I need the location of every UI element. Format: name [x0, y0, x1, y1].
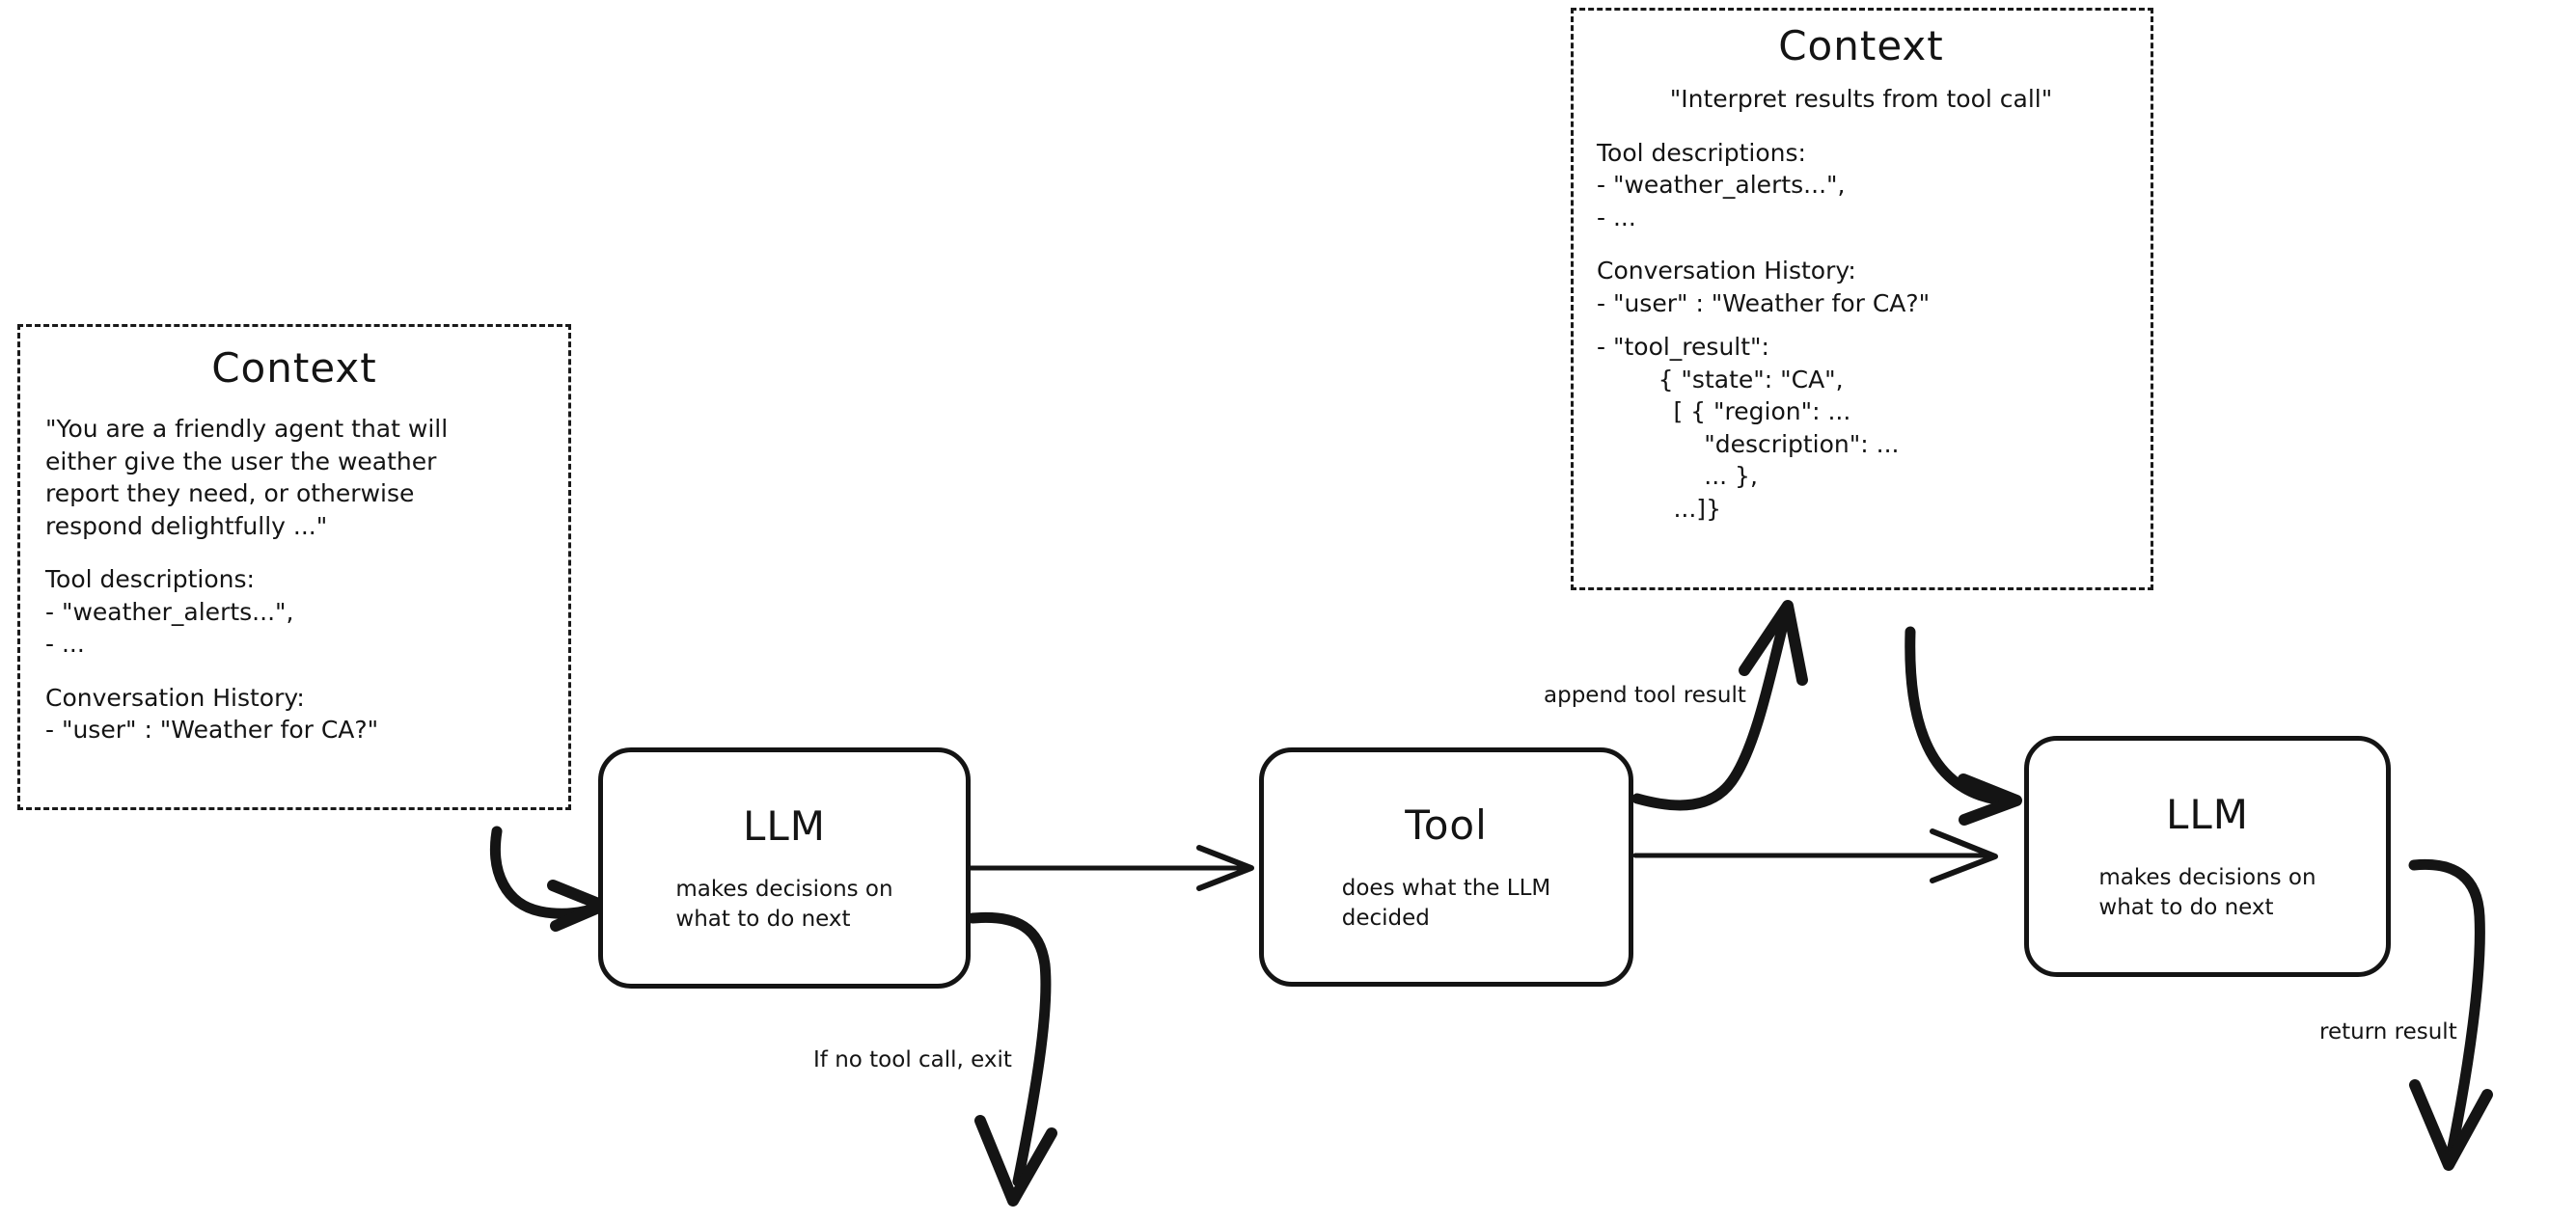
arrow-tool-to-llm2	[1632, 828, 1998, 883]
node-llm-2[interactable]: LLM makes decisions on what to do next	[2024, 736, 2391, 977]
edge-label-if-no-tool-call-exit: If no tool call, exit	[813, 1047, 1012, 1072]
node-llm-2-subtitle: makes decisions on what to do next	[2098, 864, 2316, 920]
node-tool-title: Tool	[1405, 800, 1488, 849]
node-tool[interactable]: Tool does what the LLM decided	[1259, 747, 1633, 987]
context-left-title: Context	[211, 344, 377, 392]
node-tool-subtitle: does what the LLM decided	[1341, 875, 1551, 931]
context-left-system-prompt: "You are a friendly agent that will eith…	[45, 415, 449, 540]
arrow-llm2-return-result	[2408, 858, 2493, 1171]
arrow-context-left-to-llm1	[490, 826, 609, 932]
node-llm-2-title: LLM	[2165, 790, 2250, 838]
context-box-right: Context "Interpret results from tool cal…	[1571, 8, 2153, 590]
context-right-conversation-history: Conversation History: - "user" : "Weathe…	[1597, 257, 1931, 317]
edge-label-return-result: return result	[2319, 1019, 2457, 1045]
context-box-left: Context "You are a friendly agent that w…	[17, 324, 571, 810]
context-left-conversation-history: Conversation History: - "user" : "Weathe…	[45, 683, 379, 745]
node-llm-1[interactable]: LLM makes decisions on what to do next	[598, 747, 971, 989]
edge-label-append-tool-result: append tool result	[1544, 683, 1746, 708]
context-right-title: Context	[1778, 22, 1944, 69]
arrow-llm1-to-tool	[968, 845, 1254, 891]
context-right-tool-descriptions: Tool descriptions: - "weather_alerts..."…	[1597, 138, 1846, 231]
node-llm-1-title: LLM	[742, 801, 827, 850]
context-right-system-prompt: "Interpret results from tool call"	[1669, 85, 2053, 113]
context-left-tool-descriptions: Tool descriptions: - "weather_alerts..."…	[45, 565, 294, 658]
node-llm-1-subtitle: makes decisions on what to do next	[675, 876, 893, 932]
arrow-context-right-to-llm2	[1905, 626, 2022, 826]
context-right-tool-result: - "tool_result": { "state": "CA", [ { "r…	[1597, 333, 1900, 523]
